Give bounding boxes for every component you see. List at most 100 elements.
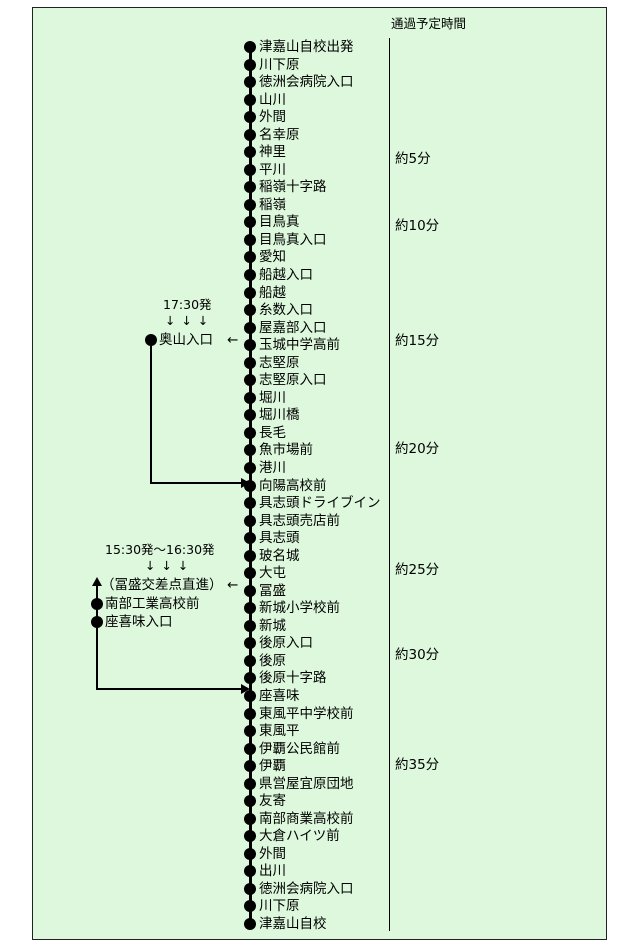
- stop-dot: [244, 602, 256, 615]
- stop-label: 後原十字路: [259, 670, 327, 687]
- stop-label: 徳洲会病院入口: [259, 74, 354, 91]
- stop-dot: [244, 41, 256, 53]
- route-stop: 具志頭ドライブイン: [244, 494, 381, 512]
- route-stop: 伊覇: [244, 757, 286, 775]
- stop-label: 稲嶺: [259, 196, 286, 213]
- stop-dot: [244, 742, 256, 755]
- stop-label: 愛知: [259, 249, 286, 266]
- stop-label: 座喜味: [259, 687, 300, 704]
- branch2-stop-dot-1: [91, 598, 103, 610]
- branch2-stop-label-2: 座喜味入口: [105, 614, 173, 630]
- stop-label: 港川: [259, 459, 286, 476]
- stop-dot: [244, 426, 256, 439]
- stop-label: 後原入口: [259, 635, 313, 652]
- route-stop: 大倉ハイツ前: [244, 827, 340, 845]
- stop-label: 魚市場前: [259, 442, 313, 459]
- route-stop: 名幸原: [244, 126, 300, 144]
- stop-dot: [244, 812, 256, 825]
- stop-dot: [244, 567, 256, 580]
- stop-label: 津嘉山自校出発: [259, 39, 354, 55]
- branch1-stop-label: 奥山入口: [159, 332, 213, 348]
- branch2-horizontal-line: [96, 688, 245, 690]
- route-stop: 座喜味: [244, 687, 300, 705]
- stop-label: 具志頭売店前: [259, 512, 340, 529]
- branch2-arrowhead: [241, 684, 250, 694]
- route-stop: 糸数入口: [244, 301, 313, 319]
- stop-dot: [244, 900, 256, 913]
- route-stop: 港川: [244, 459, 286, 477]
- route-stop: 東風平中学校前: [244, 705, 354, 723]
- stop-dot: [244, 444, 256, 457]
- stop-dot: [244, 830, 256, 843]
- route-stop: 稲嶺: [244, 196, 286, 214]
- route-stop: 大屯: [244, 564, 286, 582]
- time-estimate: 約35分: [395, 757, 440, 773]
- branch2-stop-dot-2: [91, 616, 103, 628]
- stop-label: 平川: [259, 161, 286, 178]
- stop-label: 東風平中学校前: [259, 705, 354, 722]
- route-stop: 後原十字路: [244, 669, 327, 687]
- stop-dot: [244, 795, 256, 808]
- time-estimate: 約10分: [395, 218, 440, 234]
- stop-label: 南部商業高校前: [259, 810, 354, 827]
- stop-dot: [244, 497, 256, 510]
- stop-dot: [244, 76, 256, 89]
- route-stop: 具志頭売店前: [244, 512, 340, 530]
- time-estimate: 約25分: [395, 562, 440, 578]
- branch1-arrowhead: [241, 478, 250, 488]
- route-stop: 具志頭: [244, 529, 300, 547]
- stop-label: 向陽高校前: [259, 477, 327, 494]
- stop-dot: [244, 128, 256, 141]
- branch2-vertical-line: [96, 584, 98, 690]
- route-stop: 川下原: [244, 56, 300, 74]
- route-stop: 志堅原: [244, 354, 300, 372]
- route-stop: 長毛: [244, 424, 286, 442]
- stop-dot: [244, 198, 256, 211]
- stop-label: 神里: [259, 144, 286, 161]
- stop-label: 稲嶺十字路: [259, 179, 327, 196]
- stop-label: 具志頭: [259, 530, 300, 547]
- stop-dot: [244, 146, 256, 159]
- route-stop: 船越入口: [244, 266, 313, 284]
- stop-dot: [244, 356, 256, 369]
- stop-label: 大倉ハイツ前: [259, 828, 340, 845]
- stop-label: 堀川橋: [259, 407, 300, 424]
- route-stop: 新城: [244, 617, 286, 635]
- route-panel: 通過予定時間 津嘉山自校出発川下原徳洲会病院入口山川外間名幸原神里平川稲嶺十字路…: [32, 7, 607, 940]
- stop-dot: [244, 111, 256, 124]
- stop-dot: [244, 93, 256, 106]
- route-stop: 津嘉山自校: [244, 915, 327, 933]
- stop-label: 伊覇: [259, 758, 286, 775]
- stop-dot: [244, 672, 256, 685]
- stop-label: 糸数入口: [259, 302, 313, 319]
- stop-dot: [244, 339, 256, 352]
- stop-dot: [244, 233, 256, 246]
- route-stop: 山川: [244, 91, 286, 109]
- time-estimate: 約30分: [395, 647, 440, 663]
- stop-dot: [244, 619, 256, 632]
- stop-dot: [244, 584, 256, 597]
- stop-dot: [244, 269, 256, 282]
- stop-dot: [244, 777, 256, 790]
- route-stop: 堀川: [244, 389, 286, 407]
- stop-dot: [244, 918, 256, 930]
- stop-dot: [244, 251, 256, 264]
- stop-label: 船越: [259, 284, 286, 301]
- route-stop: 神里: [244, 143, 286, 161]
- stop-dot: [244, 865, 256, 878]
- route-stop: 外間: [244, 108, 286, 126]
- stop-dot: [244, 304, 256, 317]
- branch2-note: （冨盛交差点直進）: [101, 577, 223, 593]
- branch2-arrowhead-up: [92, 577, 102, 586]
- stop-dot: [244, 532, 256, 545]
- branch1-vertical-line: [150, 344, 152, 484]
- route-stop: 玻名城: [244, 547, 300, 565]
- branch1-arrow-left: ←: [227, 332, 239, 348]
- branch1-horizontal-line: [150, 482, 245, 484]
- stop-dot: [244, 707, 256, 720]
- stop-dot: [244, 58, 256, 71]
- stop-dot: [244, 760, 256, 773]
- stop-label: 玻名城: [259, 547, 300, 564]
- route-stop: 平川: [244, 161, 286, 179]
- stop-label: 外間: [259, 845, 286, 862]
